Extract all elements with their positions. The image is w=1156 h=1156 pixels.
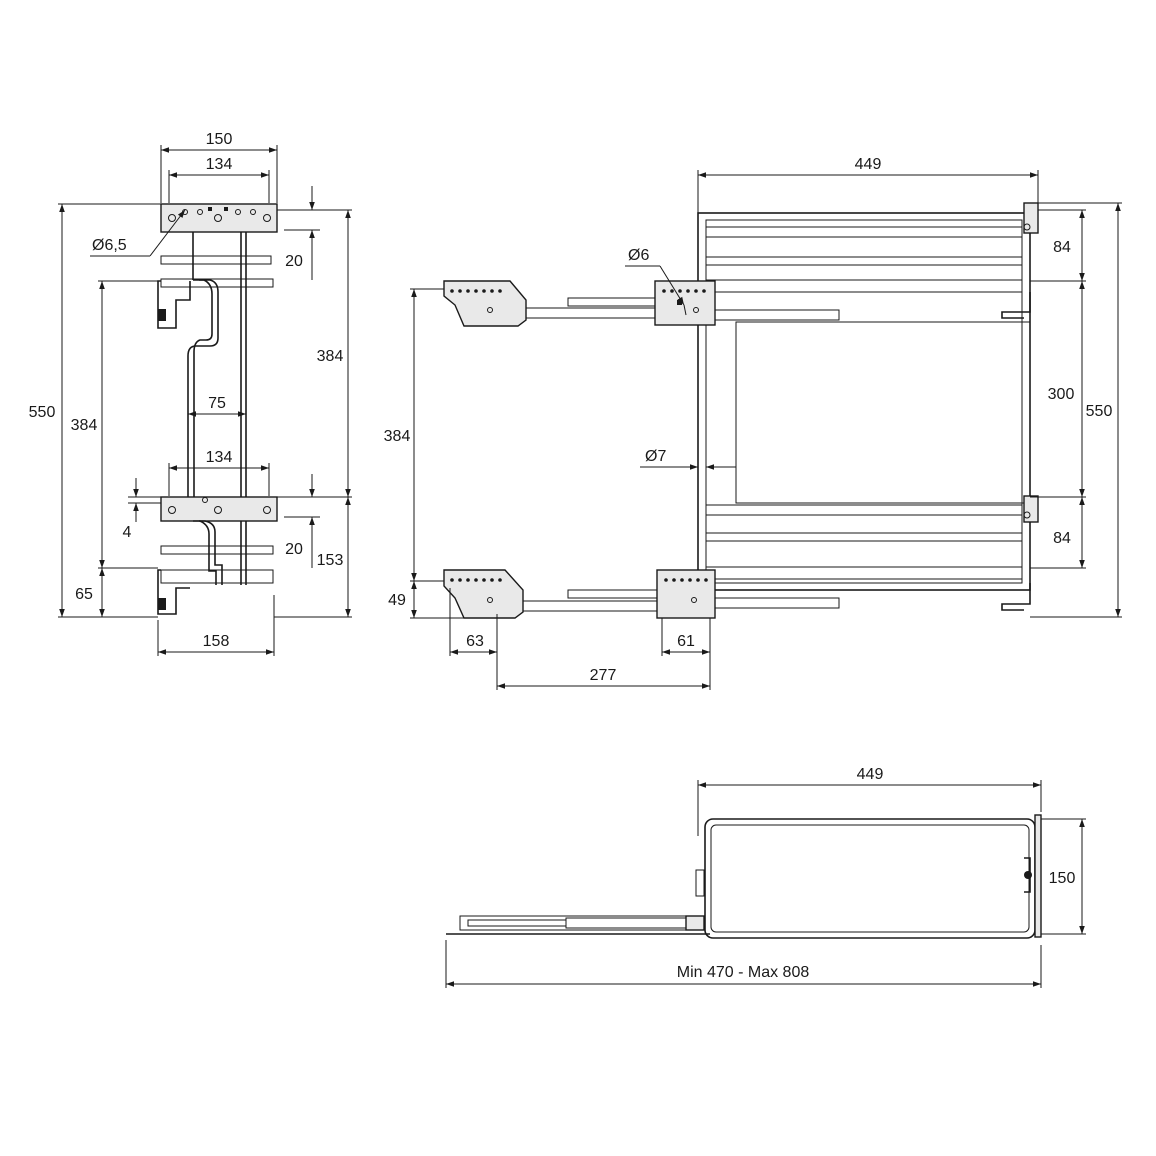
label-hole-7: Ø7 xyxy=(645,448,666,465)
label-hole-6: Ø6 xyxy=(628,247,649,264)
lower-shelf xyxy=(705,504,1023,516)
dim-label-150-top: 150 xyxy=(1049,870,1076,887)
dim-label-277: 277 xyxy=(590,667,617,684)
dim-label-61: 61 xyxy=(677,633,695,650)
label-hole-6-5: Ø6,5 xyxy=(92,237,127,254)
dim-label-150: 150 xyxy=(206,131,233,148)
upper-bracket-right xyxy=(654,280,716,326)
basket-outline xyxy=(704,818,1036,939)
dim-label-134-bottom: 134 xyxy=(206,449,233,466)
upper-shelf-bar xyxy=(160,255,272,265)
front-view: 150 134 Ø6,5 75 xyxy=(29,131,352,656)
dim-label-300: 300 xyxy=(1048,386,1075,403)
dim-label-4: 4 xyxy=(123,524,132,541)
dim-label-84-bottom: 84 xyxy=(1053,530,1071,547)
lower-mounting-plate xyxy=(160,496,278,522)
dim-label-384-side: 384 xyxy=(384,428,411,445)
dim-label-63: 63 xyxy=(466,633,484,650)
dim-label-449-side: 449 xyxy=(855,156,882,173)
dim-label-384-right: 384 xyxy=(317,348,344,365)
dim-label-449-top: 449 xyxy=(857,766,884,783)
dim-label-550-side: 550 xyxy=(1086,403,1113,420)
dim-label-550-front: 550 xyxy=(29,404,56,421)
dim-label-75: 75 xyxy=(208,395,226,412)
slide-rail xyxy=(459,915,706,931)
dim-label-extension: Min 470 - Max 808 xyxy=(677,964,810,981)
dim-label-20-top: 20 xyxy=(285,253,303,270)
dim-label-384-left: 384 xyxy=(71,417,98,434)
dim-label-134-top: 134 xyxy=(206,156,233,173)
dim-label-84-top: 84 xyxy=(1053,239,1071,256)
dim-label-65: 65 xyxy=(75,586,93,603)
dim-label-49: 49 xyxy=(388,592,406,609)
upper-bracket-left xyxy=(443,280,527,327)
bent-rod xyxy=(187,279,219,498)
lower-bracket-right xyxy=(656,569,716,619)
top-view: 449 150 Min 470 - Max 808 xyxy=(445,766,1086,988)
dim-label-153: 153 xyxy=(317,552,344,569)
side-view: 449 xyxy=(384,156,1122,690)
lower-bracket-left xyxy=(443,569,524,619)
dim-label-158: 158 xyxy=(203,633,230,650)
dim-label-20-bottom: 20 xyxy=(285,541,303,558)
upper-shelf xyxy=(705,226,1023,238)
